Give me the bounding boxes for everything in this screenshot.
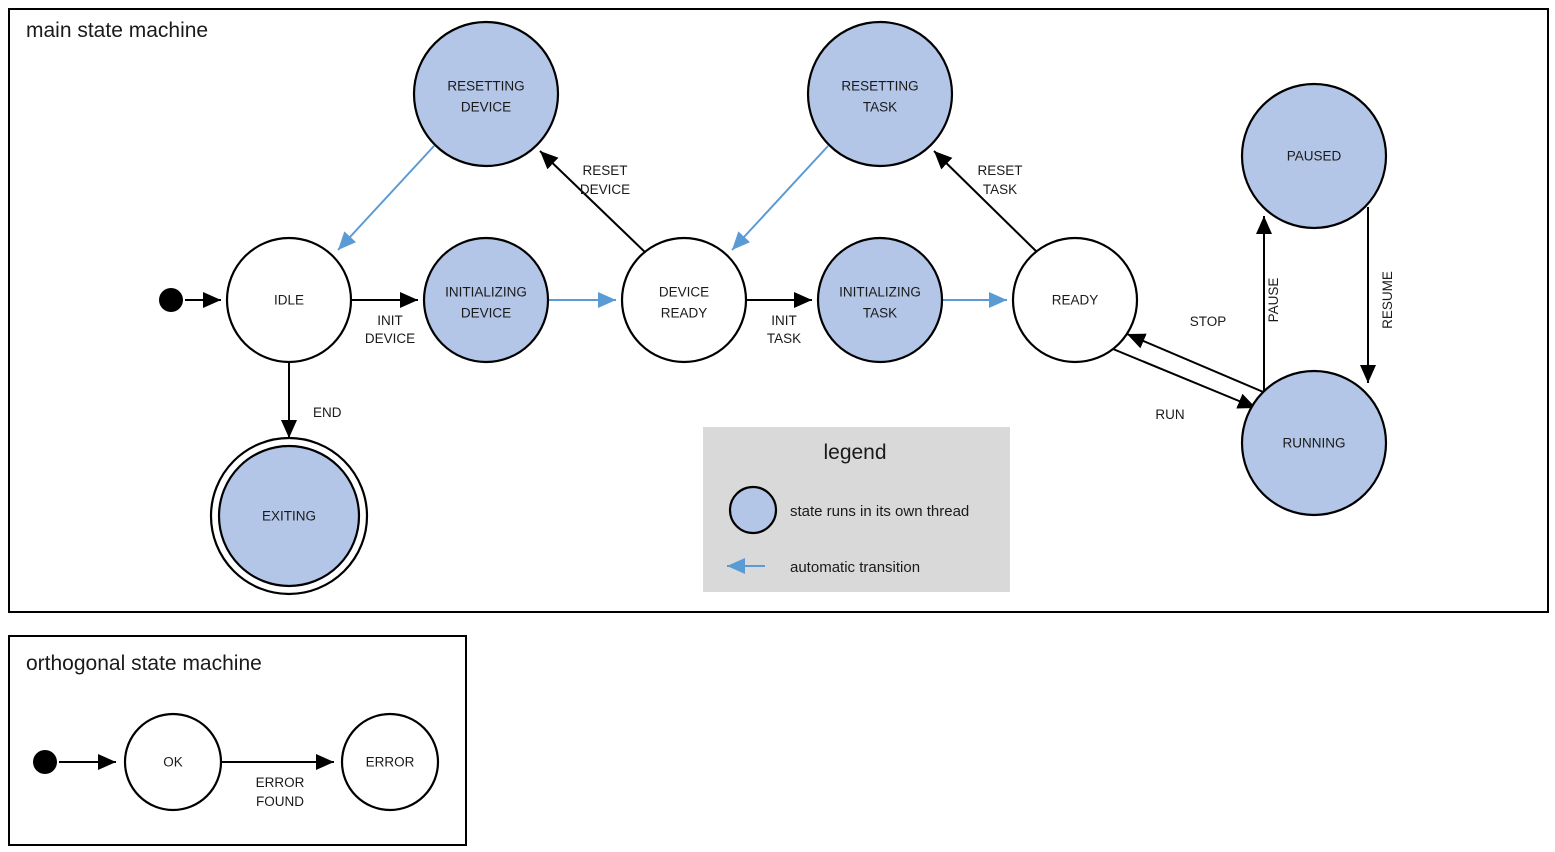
state-device-ready-label-line2: READY [661,306,708,321]
orthogonal-start-state-dot [33,750,57,774]
legend-thread-text: state runs in its own thread [790,503,969,520]
orthogonal-frame-title: orthogonal state machine [26,652,262,675]
state-error[interactable]: ERROR [340,712,440,812]
state-resetting-device[interactable]: RESETTING DEVICE [412,20,560,168]
state-resetting-task-label-line2: TASK [863,100,897,115]
state-initializing-device-circle[interactable] [422,236,550,364]
state-resetting-task-label-line1: RESETTING [841,79,918,94]
state-initializing-task-label-line2: TASK [863,306,897,321]
state-ok-label: OK [163,755,183,770]
state-initializing-device[interactable]: INITIALIZING DEVICE [422,236,550,364]
state-device-ready[interactable]: DEVICE READY [620,236,748,364]
edge-running-to-ready [1126,333,1269,395]
state-ready[interactable]: READY [1011,236,1139,364]
edge-resetting-task-to-device-ready [731,145,829,251]
state-initializing-task[interactable]: INITIALIZING TASK [816,236,944,364]
state-running-circle[interactable] [1240,369,1388,517]
edge-label-reset-device-line2: DEVICE [580,182,630,197]
state-exiting-label: EXITING [262,509,316,524]
edge-resetting-device-to-idle [337,145,435,251]
state-resetting-task-circle[interactable] [806,20,954,168]
state-ok[interactable]: OK [123,712,223,812]
edge-label-pause: PAUSE [1266,278,1281,323]
state-paused-circle[interactable] [1240,82,1388,230]
edge-device-ready-to-resetting-device [539,150,649,256]
legend-auto-text: automatic transition [790,559,920,576]
state-resetting-task[interactable]: RESETTING TASK [806,20,954,168]
state-resetting-device-label-line2: DEVICE [461,100,511,115]
edge-label-init-task-line2: TASK [767,331,801,346]
edge-label-reset-task-line2: TASK [983,182,1017,197]
state-initializing-task-label-line1: INITIALIZING [839,285,921,300]
edge-label-error-found-line2: FOUND [256,794,304,809]
state-initializing-device-label-line1: INITIALIZING [445,285,527,300]
state-device-ready-circle[interactable] [620,236,748,364]
edge-ready-to-running [1112,348,1257,409]
edge-label-init-device-line2: DEVICE [365,331,415,346]
state-paused[interactable]: PAUSED [1240,82,1388,230]
edge-label-end: END [313,405,342,420]
state-exiting-circle[interactable] [217,444,361,588]
state-exiting[interactable]: EXITING [209,436,369,596]
edge-label-reset-device-line1: RESET [582,163,627,178]
state-exiting-outer-ring [209,436,369,596]
state-error-label: ERROR [366,755,415,770]
state-initializing-device-label-line2: DEVICE [461,306,511,321]
state-resetting-device-label-line1: RESETTING [447,79,524,94]
state-resetting-device-circle[interactable] [412,20,560,168]
legend-thread-circle-icon [728,485,778,535]
legend-title: legend [823,441,886,464]
main-frame-title: main state machine [26,19,208,42]
edge-label-stop: STOP [1190,314,1227,329]
start-state-dot [159,288,183,312]
edge-label-init-device-line1: INIT [377,313,403,328]
state-ok-circle[interactable] [123,712,223,812]
main-transitions-layer: INIT DEVICE END RESET DEVICE INIT TASK R… [185,145,1395,438]
state-device-ready-label-line1: DEVICE [659,285,709,300]
edge-label-run: RUN [1155,407,1184,422]
edge-label-error-found-line1: ERROR [256,775,305,790]
edge-label-reset-task-line1: RESET [977,163,1022,178]
edge-label-init-task-line1: INIT [771,313,797,328]
state-error-circle[interactable] [340,712,440,812]
edge-label-resume: RESUME [1380,271,1395,329]
state-idle-circle[interactable] [225,236,353,364]
edge-ready-to-resetting-task [933,150,1041,256]
main-states-layer: IDLE RESETTING DEVICE INITIALIZING DEVIC… [159,20,1388,596]
state-running-label: RUNNING [1283,436,1346,451]
orthogonal-state-machine-frame: orthogonal state machine ERROR FOUND OK … [8,635,467,846]
state-running[interactable]: RUNNING [1240,369,1388,517]
state-idle-label: IDLE [274,293,304,308]
state-idle[interactable]: IDLE [225,236,353,364]
state-ready-circle[interactable] [1011,236,1139,364]
state-initializing-task-circle[interactable] [816,236,944,364]
state-ready-label: READY [1052,293,1099,308]
legend: legend state runs in its own thread auto… [703,427,1010,592]
state-paused-label: PAUSED [1287,149,1342,164]
